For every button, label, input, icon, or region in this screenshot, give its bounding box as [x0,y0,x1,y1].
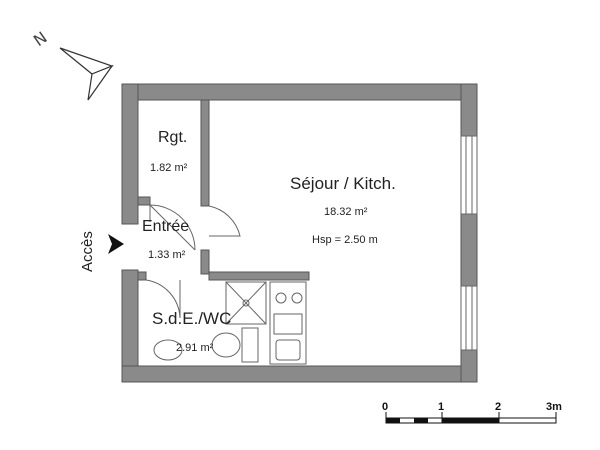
room-sejour-height: Hsp = 2.50 m [312,234,378,246]
room-rgt-area: 1.82 m² [150,162,188,174]
access-label: Accès [79,231,96,272]
toilet-tank [241,327,259,363]
scale-tick-3: 3m [546,401,562,413]
scale-tick-0: 0 [382,401,388,413]
compass-letter: N [30,28,51,50]
north-arrow-icon [59,47,114,101]
windows [460,135,478,351]
doors [145,204,241,319]
washbasin [153,339,183,361]
scale-tick-2: 2 [495,401,501,413]
access-marker: Accès [79,231,124,272]
toilet-bowl [211,332,241,358]
room-sde-area: 2.91 m² [176,342,214,354]
bathroom-fixtures [153,281,267,363]
outer-walls [121,83,478,383]
room-labels: Rgt. 1.82 m² Séjour / Kitch. 18.32 m² Hs… [142,129,396,354]
compass: N [30,28,114,101]
room-entree-name: Entrée [142,218,189,235]
room-sde-name: S.d.E./WC [152,309,231,328]
room-sejour-name: Séjour / Kitch. [290,174,396,193]
room-sejour-area: 18.32 m² [324,206,368,218]
scale-tick-1: 1 [438,401,444,413]
scale-bar: 0 1 2 3m [382,401,562,424]
access-arrow-icon [108,234,124,254]
shower-tray [225,281,267,325]
kitchenette [269,281,307,365]
interior-walls [137,99,310,281]
room-rgt-name: Rgt. [158,129,187,146]
room-entree-area: 1.33 m² [148,249,186,261]
